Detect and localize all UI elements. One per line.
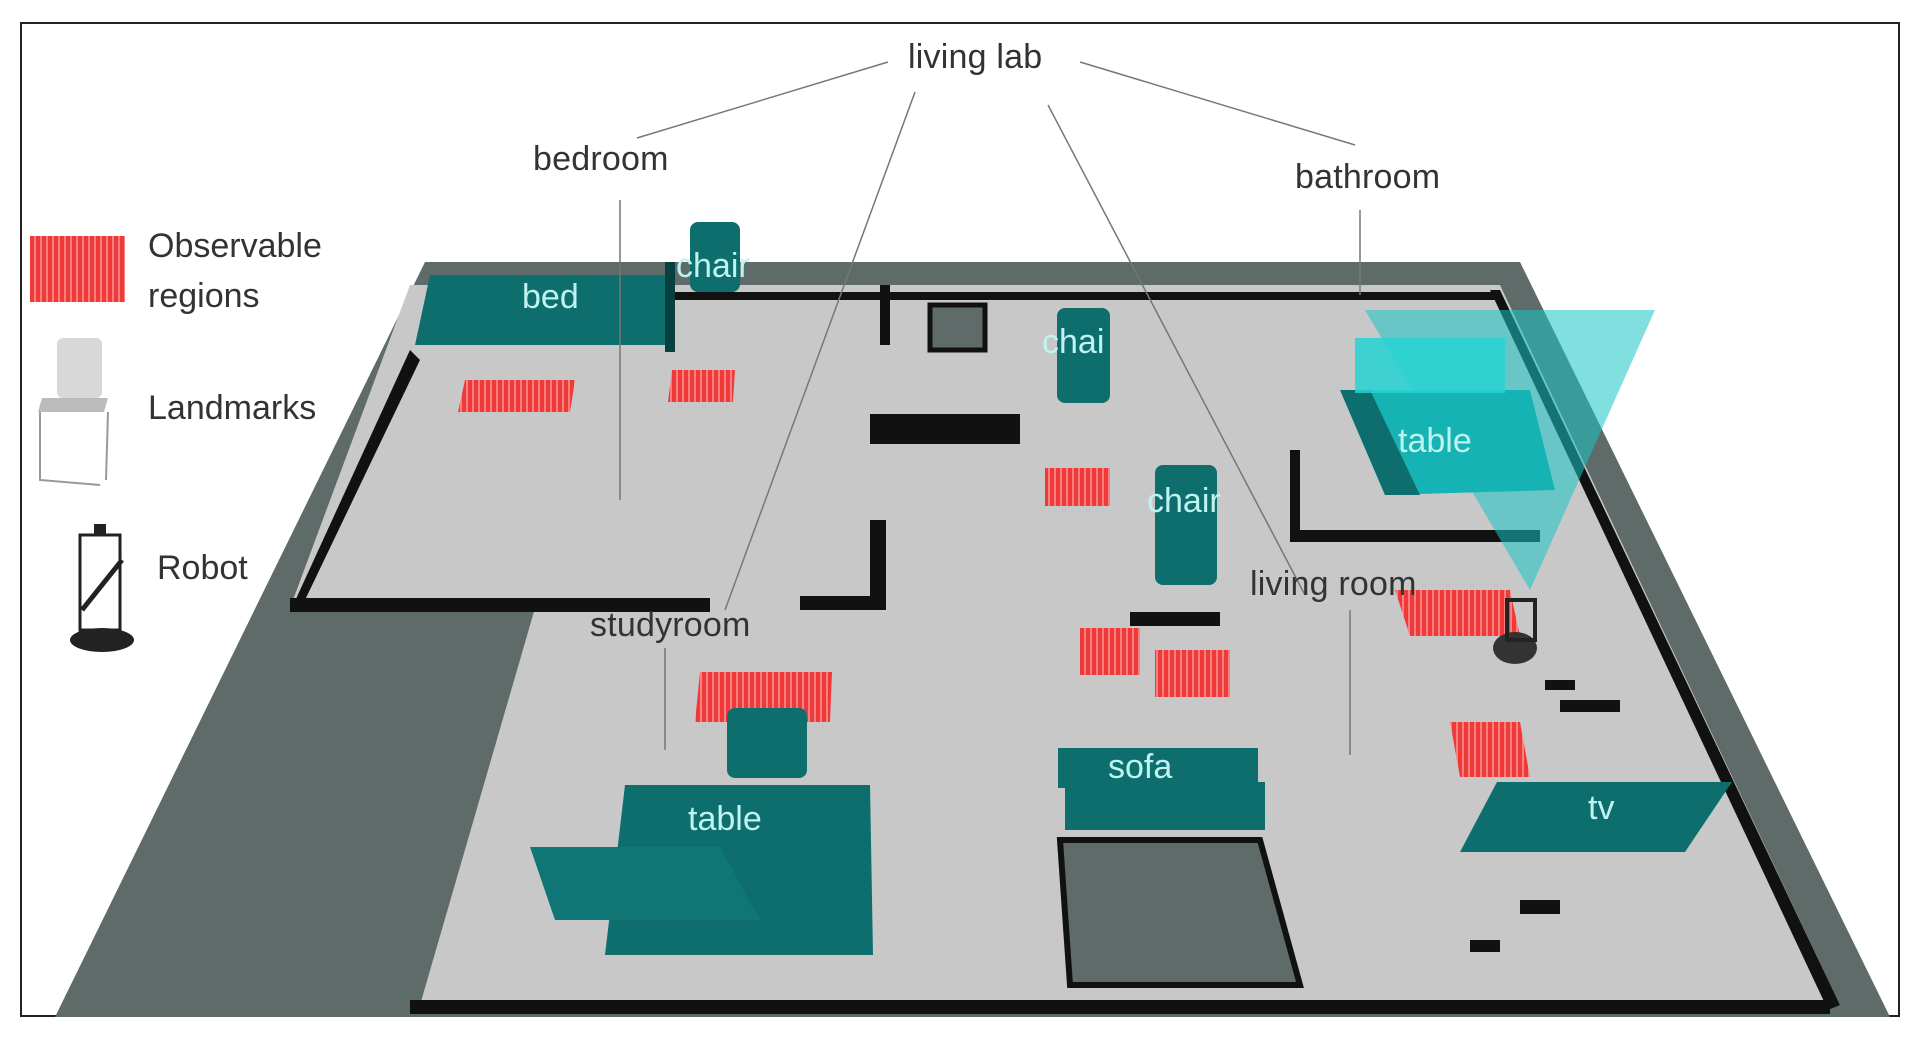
- bathroom-table: [1340, 338, 1555, 495]
- bed-shape: [415, 262, 675, 352]
- legend-landmark-chair-icon: [38, 338, 109, 486]
- robot-on-map: [1493, 598, 1537, 664]
- tv-shape: [1460, 782, 1732, 852]
- room-label-studyroom: studyroom: [590, 606, 751, 644]
- object-label-chair-bedroom: chair: [676, 247, 750, 285]
- object-label-sofa: sofa: [1108, 748, 1173, 786]
- legend-robot-icon: [70, 524, 134, 652]
- chair-shapes: [690, 222, 1217, 778]
- legend-observable-swatch: [30, 236, 125, 302]
- observable-regions: [458, 370, 1530, 777]
- room-label-bathroom: bathroom: [1295, 158, 1441, 196]
- room-label-living-room: living room: [1250, 565, 1417, 603]
- floor-recess: [1056, 837, 1304, 988]
- study-table: [530, 785, 873, 955]
- legend-robot-label: Robot: [157, 549, 248, 587]
- room-label-bedroom: bedroom: [533, 140, 669, 178]
- legend-observable-line1: Observable: [148, 227, 322, 265]
- sofa-shape: [1058, 748, 1265, 830]
- object-label-table-study: table: [688, 800, 762, 838]
- legend-landmarks-label: Landmarks: [148, 389, 317, 427]
- legend-observable-label: Observable regions: [148, 221, 322, 321]
- object-label-table-bathroom: table: [1398, 422, 1472, 460]
- object-label-chair-living: chair: [1147, 482, 1221, 520]
- object-label-bed: bed: [522, 278, 579, 316]
- floor-bedroom: [298, 285, 700, 600]
- object-label-chair-center: chai: [1042, 323, 1105, 361]
- title-living-lab: living lab: [908, 38, 1043, 76]
- legend-observable-line2: regions: [148, 277, 260, 315]
- object-label-tv: tv: [1588, 789, 1615, 827]
- leader-lines: [619, 61, 1361, 755]
